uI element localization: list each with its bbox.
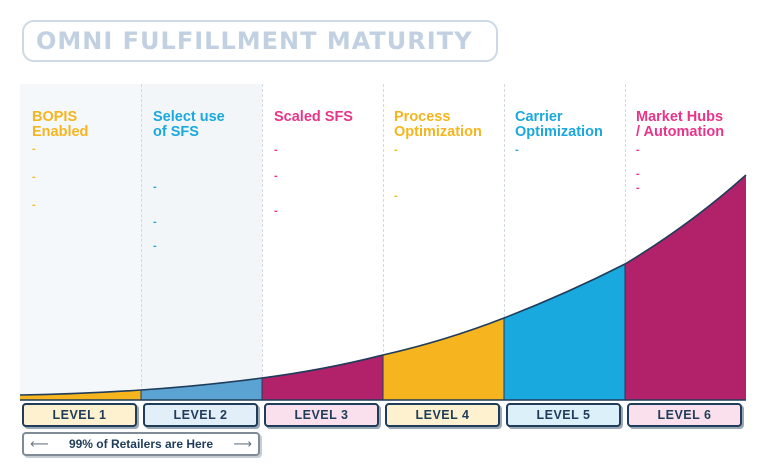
column-divider — [141, 84, 142, 397]
title-box: OMNI FULFILLMENT MATURITY — [22, 20, 498, 62]
column-divider — [262, 84, 263, 397]
list-item: - — [153, 216, 157, 228]
curve-segment-level-3 — [262, 355, 383, 400]
column-header-process-optimization: Process Optimization — [394, 109, 482, 140]
column-header-bopis: BOPIS Enabled — [32, 109, 89, 140]
column-2-background — [141, 84, 262, 397]
list-item: - — [394, 144, 398, 156]
list-item: - — [274, 170, 278, 182]
level-3-label: LEVEL 3 — [264, 403, 379, 427]
list-item: - — [274, 205, 278, 217]
bullet-list-3: - - - — [274, 144, 374, 233]
segment-dividers — [140, 264, 626, 400]
list-item: - — [636, 168, 640, 180]
curve-segment-level-6 — [625, 175, 746, 400]
column-header-market-hubs: Market Hubs / Automation — [636, 109, 725, 140]
column-divider — [625, 84, 626, 397]
list-item: - — [153, 181, 157, 193]
level-1-label: LEVEL 1 — [22, 403, 137, 427]
curve-outline — [19, 174, 747, 396]
list-item: - — [32, 171, 36, 183]
bullet-list-6: - - - — [636, 144, 736, 200]
retailers-label: 99% of Retailers are Here — [68, 437, 214, 451]
list-item: - — [394, 190, 398, 202]
bullet-list-1: - - - — [32, 143, 132, 231]
level-5-label: LEVEL 5 — [506, 403, 621, 427]
level-2-label: LEVEL 2 — [143, 403, 258, 427]
curve-segment-level-4 — [383, 318, 504, 400]
right-arrow-icon: ⟶ — [233, 436, 252, 451]
list-item: - — [636, 182, 640, 194]
column-divider — [383, 84, 384, 397]
level-6-label: LEVEL 6 — [627, 403, 742, 427]
retailers-indicator: ⟵ 99% of Retailers are Here ⟶ — [22, 432, 260, 456]
list-item: - — [636, 144, 640, 156]
bullet-list-4: - - — [394, 144, 494, 218]
column-header-select-sfs: Select use of SFS — [153, 109, 225, 140]
list-item: - — [32, 143, 36, 155]
left-arrow-icon: ⟵ — [30, 436, 49, 451]
list-item: - — [32, 199, 36, 211]
column-divider — [504, 84, 505, 397]
bullet-list-2: - - - — [153, 155, 253, 268]
level-4-label: LEVEL 4 — [385, 403, 500, 427]
curve-segment-level-5 — [504, 264, 625, 400]
curve-segment-level-2 — [141, 378, 262, 400]
list-item: - — [153, 240, 157, 252]
column-1-background — [20, 84, 141, 397]
list-item: - — [274, 144, 278, 156]
column-header-scaled-sfs: Scaled SFS — [274, 109, 353, 125]
column-header-carrier-optimization: Carrier Optimization — [515, 109, 603, 140]
page-title: OMNI FULFILLMENT MATURITY — [36, 27, 473, 55]
list-item: - — [515, 144, 519, 156]
bullet-list-5: - — [515, 144, 615, 172]
